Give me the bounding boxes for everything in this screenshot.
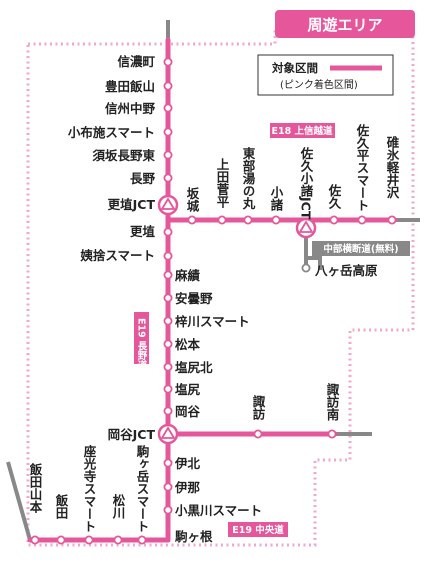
station-dot [163,362,173,372]
station-dot [217,215,227,225]
station-yatsugatake: 八ヶ岳高原 [314,263,378,278]
station-dot [84,535,94,545]
station-nagano: 長野 [130,171,156,186]
station-dot [163,150,173,160]
badge-nagano: E19 長野道 [134,312,149,370]
left-labels: 信濃町 豊田飯山 信州中野 小布施スマート 須坂長野東 長野 更埴JCT 更埴 … [67,54,156,442]
station-suzaka: 須坂長野東 [91,148,155,163]
station-dot [187,215,197,225]
legend: 対象区間 (ピンク着色区間) [257,54,394,96]
station-sakaki: 坂城 [185,186,200,213]
area-title-tab: 周遊エリア [275,10,415,38]
station-dot [163,227,173,237]
station-ina-kita: 伊北 [174,456,201,471]
station-suwa-minami: 諏訪南 [325,382,340,421]
station-dot [163,251,173,261]
station-obuse: 小布施スマート [67,125,155,140]
station-dot [30,535,40,545]
station-saku-daira: 佐久平スマート [355,123,370,212]
badge-chubu-odan: 中部横断道(無料) [312,241,410,256]
bottom-labels: 駒ヶ岳スマート 松川 座光寺スマート 飯田 飯田山本 [28,444,150,533]
station-matsukawa: 松川 [111,493,126,520]
station-matsumoto: 松本 [175,337,201,352]
station-dots [30,57,397,545]
station-koshoku-jct: 更埴JCT [108,197,156,212]
svg-text:中部横断道(無料): 中部横断道(無料) [323,243,398,255]
badge-chuo: E19 中央道 [228,522,288,537]
station-koshoku: 更埴 [130,224,156,239]
station-dot [163,458,173,468]
station-shiojiri: 塩尻 [175,382,201,397]
station-okaya-jct: 岡谷JCT [108,427,156,442]
station-dot [113,535,123,545]
station-dot [327,429,337,439]
station-dot [329,215,339,225]
station-dot [301,263,311,273]
station-komoro: 小諸 [269,185,284,211]
station-dot [357,215,367,225]
station-dot [163,81,173,91]
station-dot [163,384,173,394]
station-dot [137,535,147,545]
station-dot [163,406,173,416]
station-saku-komoro-jct: 佐久小諸JCT [299,146,314,220]
area-boundary [26,30,415,547]
station-usui-karuizawa: 碓氷軽井沢 [385,135,400,199]
station-suwa: 諏訪 [251,394,266,421]
station-dot [163,505,173,515]
station-dot [253,429,263,439]
station-azusagawa: 梓川スマート [175,314,250,329]
station-dot [163,270,173,280]
station-dot [163,103,173,113]
station-zakoji: 座光寺スマート [82,444,97,533]
station-dot [243,215,253,225]
right-labels: 麻績 安曇野 梓川スマート 松本 塩尻北 塩尻 岡谷 伊北 伊那 小黒川スマート… [174,268,262,544]
station-dot [271,215,281,225]
station-dot [163,127,173,137]
station-komagane: 駒ヶ根 [175,529,213,544]
station-okaya: 岡谷 [175,404,201,419]
station-dot [163,57,173,67]
legend-sub: (ピンク着色区間) [280,78,358,91]
station-shinshu-nakano: 信州中野 [105,101,156,116]
station-shiojiri-kita: 塩尻北 [175,360,213,375]
station-toyota-iiyama: 豊田飯山 [105,79,155,94]
svg-text:E19 中央道: E19 中央道 [232,524,284,536]
station-dot [163,482,173,492]
badge-joshinetsu: E18 上信越道 [270,123,335,138]
station-azumino: 安曇野 [175,291,213,306]
station-iida: 飯田 [54,493,69,520]
non-target-roads [6,20,420,541]
station-dot [56,535,66,545]
station-obasute: 姨捨スマート [80,248,155,263]
station-omi: 麻績 [174,268,201,283]
station-ueda: 上田菅平 [215,157,230,209]
station-kogurogawa: 小黒川スマート [174,503,262,518]
station-tobu-yunomaru: 東部湯の丸 [241,146,256,210]
jct-markers [157,194,317,445]
station-dot [163,173,173,183]
station-dot [387,215,397,225]
station-saku: 佐久 [327,183,342,210]
station-dot [163,339,173,349]
svg-text:E19 長野道: E19 長野道 [136,318,148,370]
e18-labels: 坂城 上田菅平 東部湯の丸 小諸 佐久小諸JCT 佐久 佐久平スマート 碓氷軽井… [185,123,400,220]
station-komagatake: 駒ヶ岳スマート [135,444,150,533]
chuo-east-labels: 諏訪 諏訪南 [251,382,340,421]
station-shinanomachi: 信濃町 [117,54,155,69]
station-iida-yamamoto: 飯田山本 [28,462,43,514]
legend-label: 対象区間 [271,61,318,75]
svg-text:E18 上信越道: E18 上信越道 [271,125,333,137]
area-title: 周遊エリア [307,16,382,34]
station-ina: 伊那 [174,480,201,495]
station-dot [163,293,173,303]
station-dot [163,316,173,326]
